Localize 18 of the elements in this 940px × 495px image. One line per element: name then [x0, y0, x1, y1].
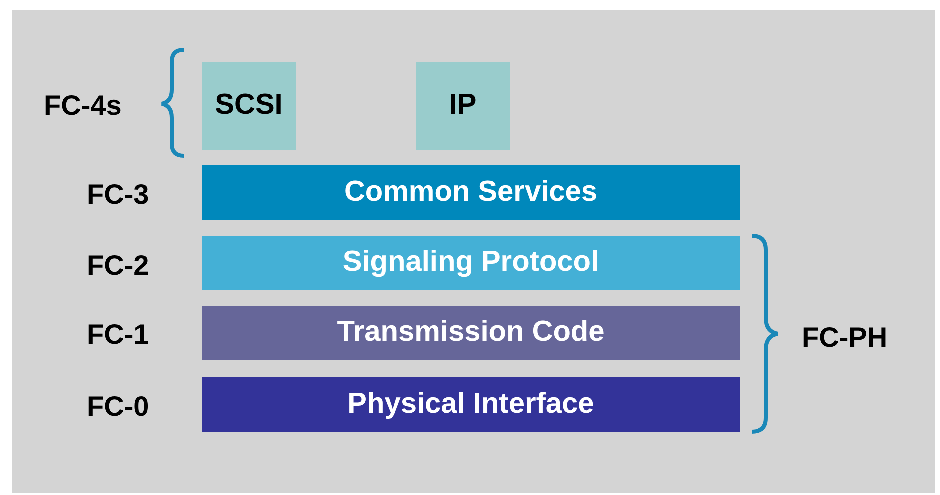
- layer-name: Transmission Code: [337, 315, 605, 350]
- protocol-box: [416, 62, 510, 150]
- layer-name: Physical Interface: [348, 386, 594, 422]
- layer-label: FC-0: [87, 390, 150, 424]
- layer-label: FC-3: [87, 178, 150, 212]
- layer-bar: [202, 165, 740, 220]
- layer-label: FC-PH: [802, 321, 888, 355]
- layer-name: Common Services: [344, 174, 598, 210]
- layer-label: FC-1: [87, 318, 150, 352]
- layer-name: IP: [449, 88, 477, 124]
- layer-bar: [202, 306, 740, 360]
- layer-name: SCSI: [215, 88, 283, 124]
- layer-label: FC-4s: [44, 89, 122, 123]
- protocol-box: [202, 62, 296, 150]
- layer-name: Signaling Protocol: [342, 245, 600, 280]
- layer-bar: [202, 377, 740, 432]
- layer-bar: [202, 236, 740, 290]
- layer-label: FC-2: [87, 249, 150, 283]
